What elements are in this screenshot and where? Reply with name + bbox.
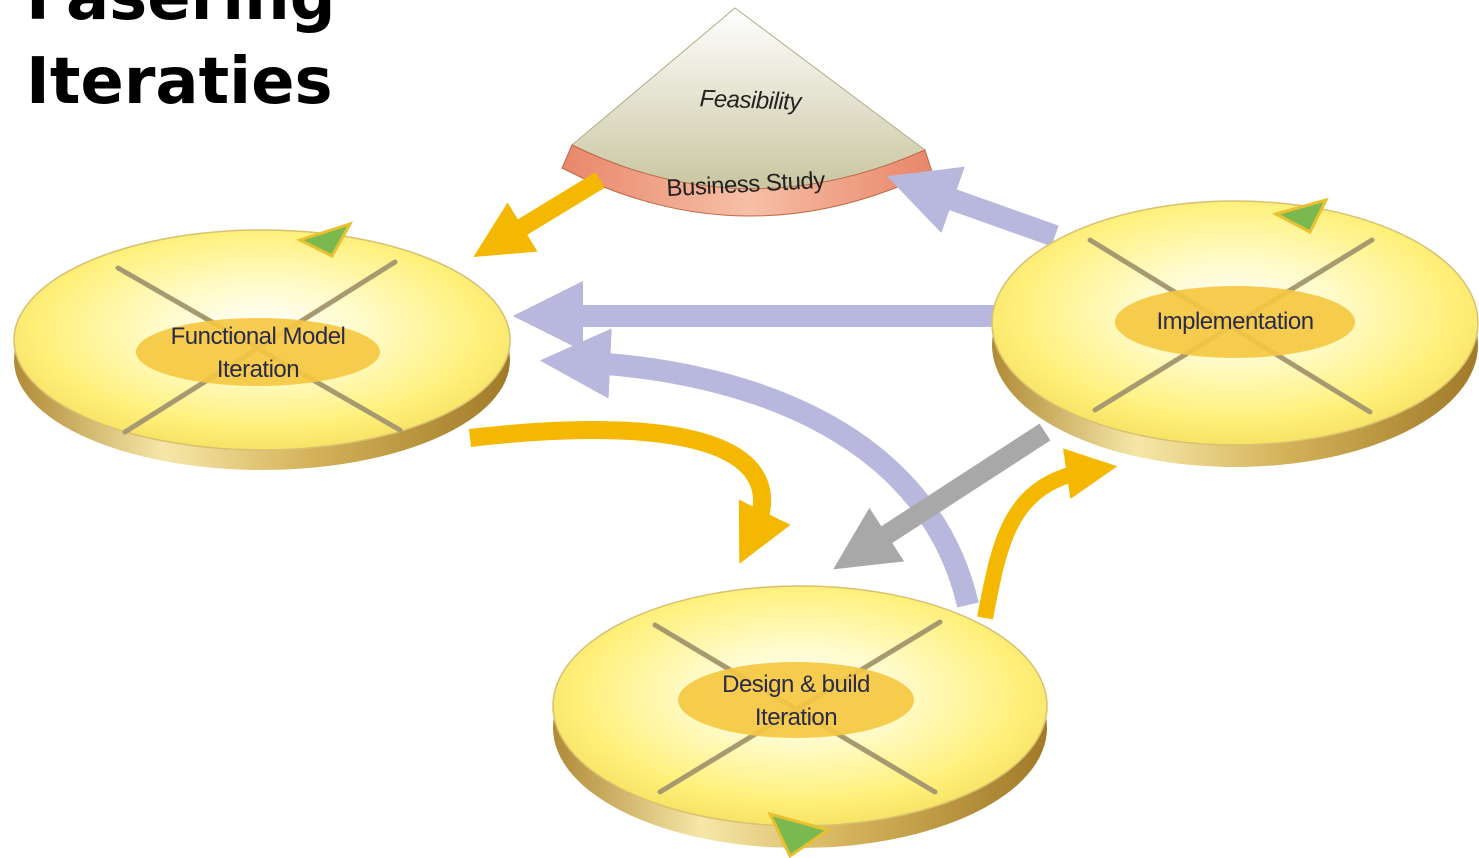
flow-arrow-design-to-implementation (977, 448, 1118, 620)
functional-model-label-line2: Iteration (217, 356, 299, 383)
design-build-label-line2: Iteration (755, 704, 837, 731)
return-arrows (512, 166, 1059, 608)
design-build-disc: Design & build Iteration (552, 585, 1048, 858)
functional-model-label-line1: Functional Model (171, 323, 346, 350)
return-arrow-design-to-functional (539, 328, 979, 608)
return-arrow-to-business-study (886, 166, 1059, 247)
iteration-marker-icon (1271, 197, 1329, 235)
feasibility-label: Feasibility (699, 85, 804, 116)
flow-arrow-business-to-functional (473, 172, 605, 257)
iteration-marker-icon (296, 221, 354, 258)
iteration-marker-icon (767, 811, 832, 858)
slide-title-line-1: Fasering (26, 0, 336, 40)
slide-title-line-2: Iteraties (26, 45, 333, 119)
slide-title: Fasering Iteraties (26, 0, 336, 124)
design-build-label-line1: Design & build (722, 671, 870, 698)
flow-arrows (468, 172, 1118, 620)
implementation-label: Implementation (1156, 308, 1313, 335)
feasibility-wedge: Feasibility Business Study (561, 7, 933, 217)
functional-model-disc: Functional Model Iteration (13, 221, 511, 470)
gray-arrow-implementation-to-design (833, 423, 1051, 570)
implementation-disc: Implementation (991, 197, 1479, 467)
flow-arrow-functional-to-design (468, 421, 791, 564)
